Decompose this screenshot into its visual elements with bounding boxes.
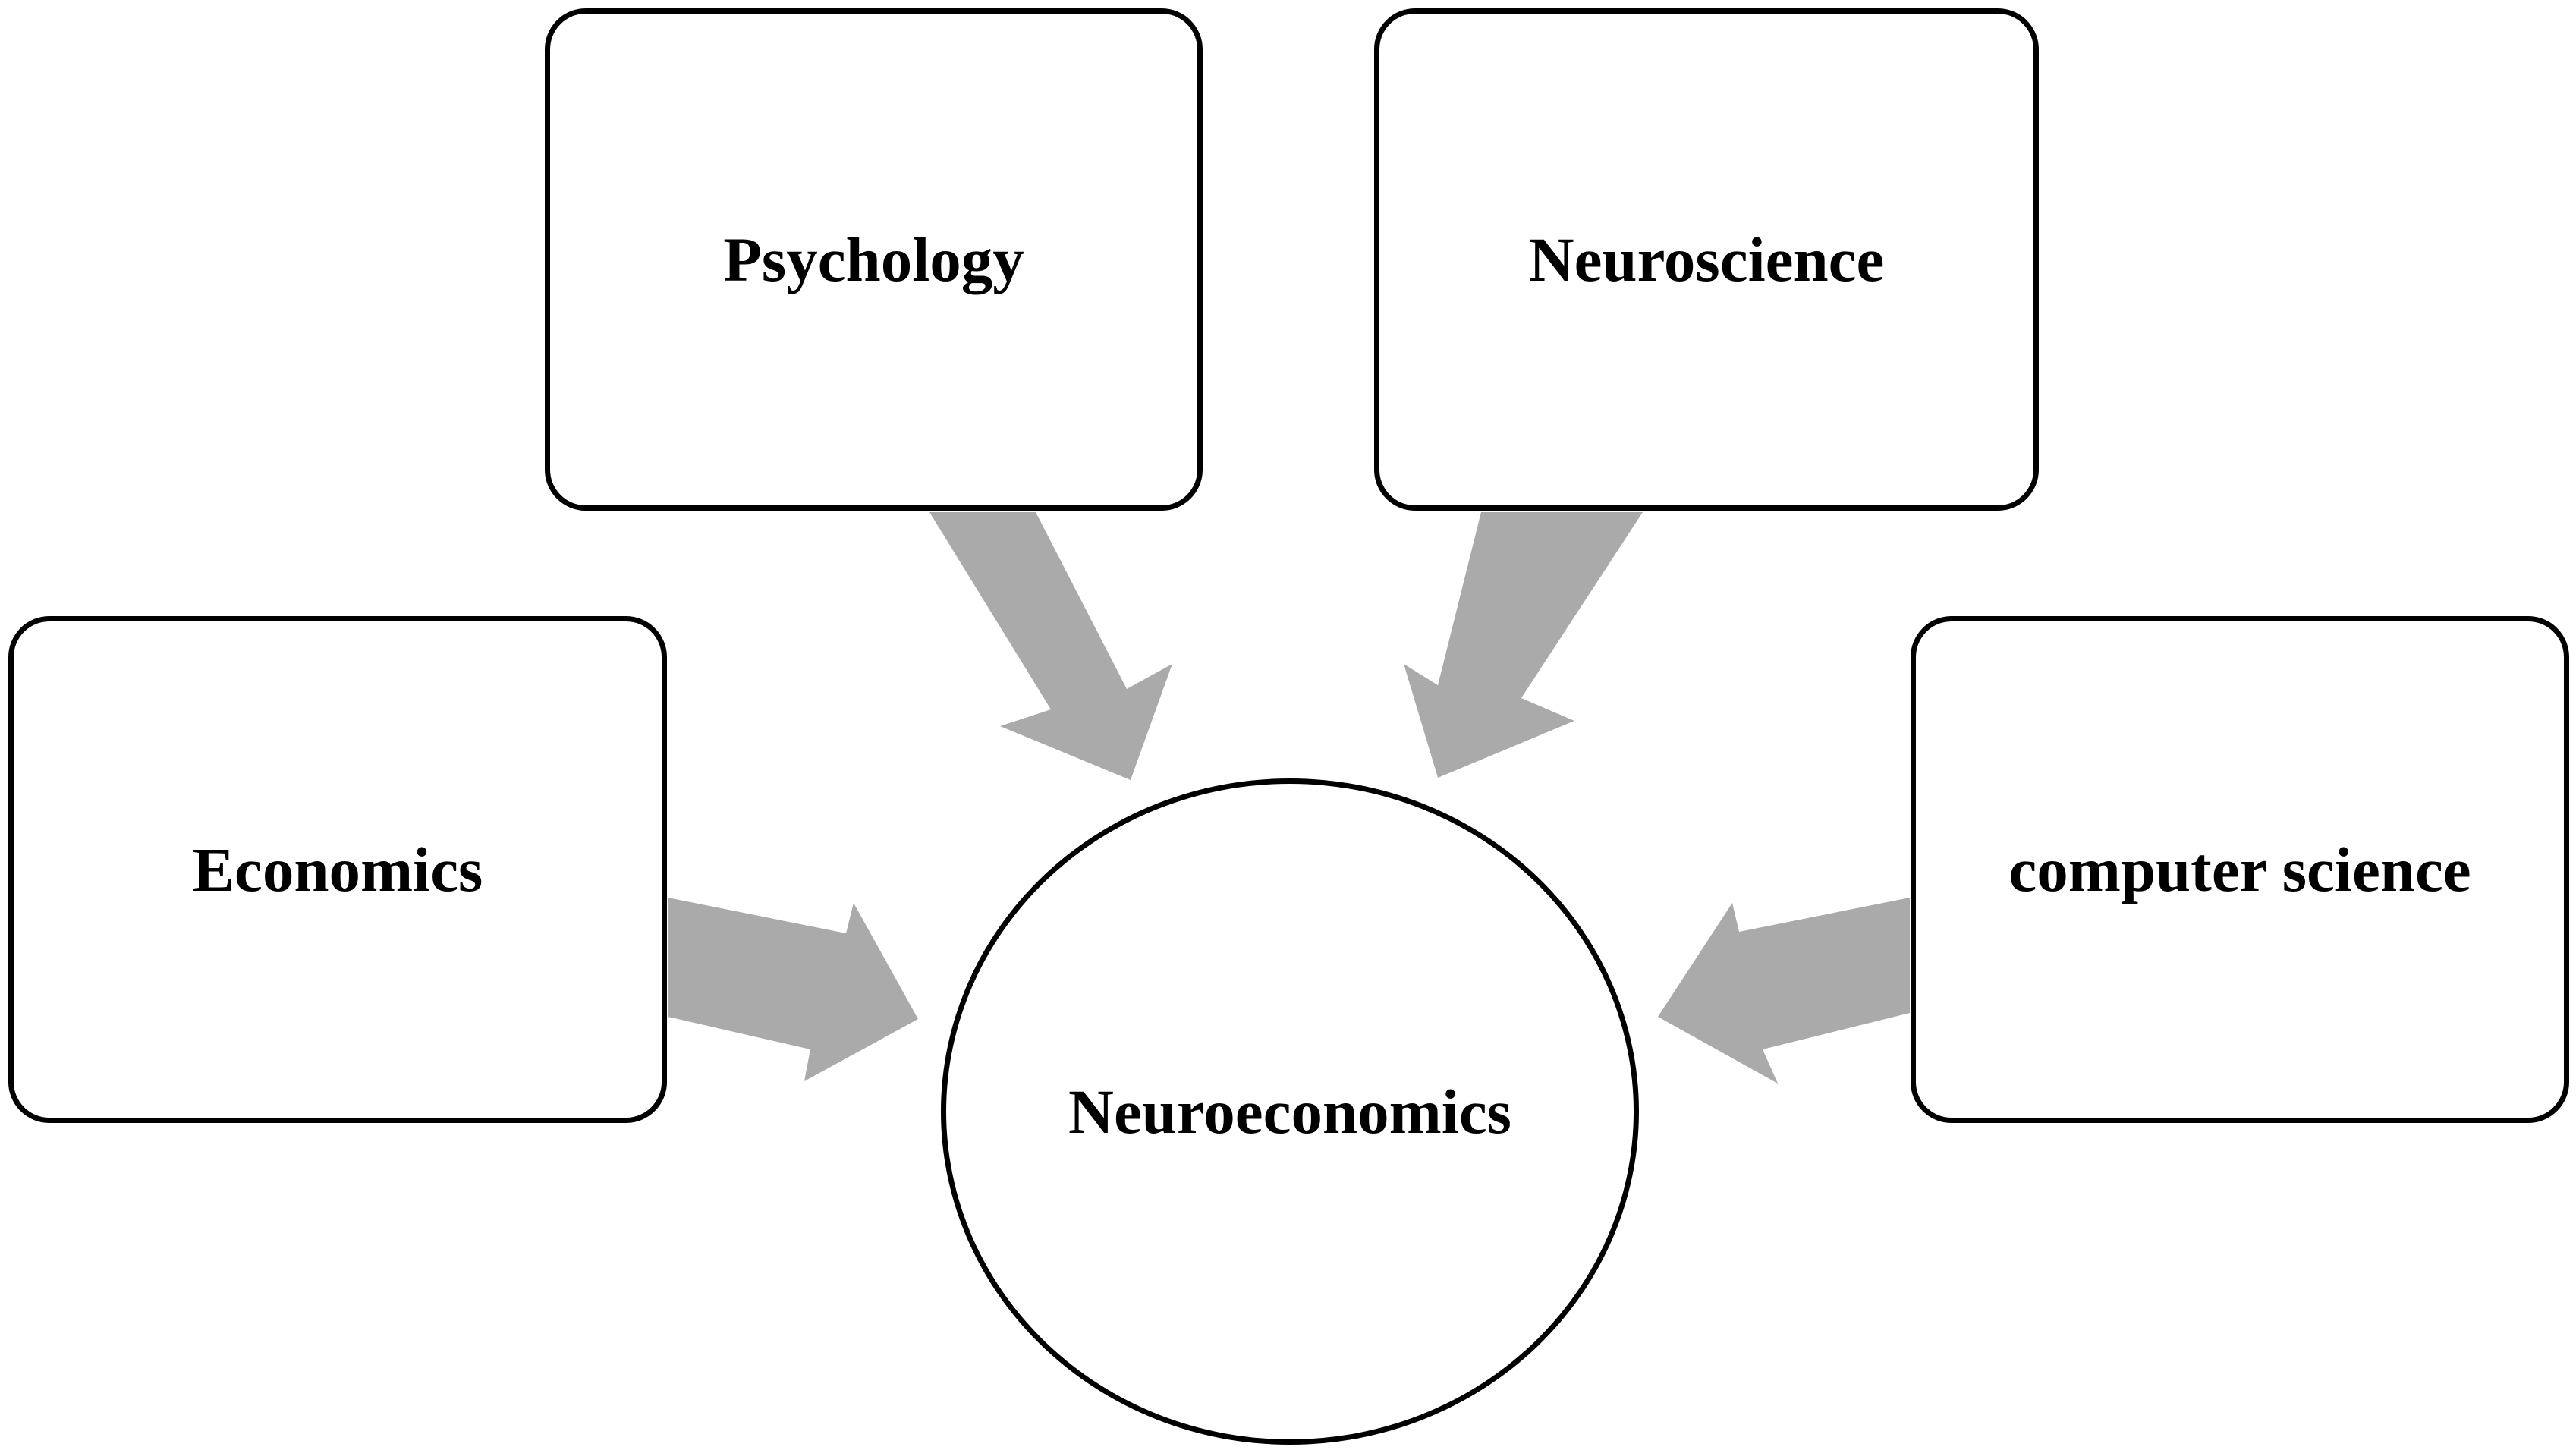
arrow-computer-science-to-neuroeconomics [1658, 898, 1910, 1084]
arrow-neuroscience-to-neuroeconomics [1404, 512, 1643, 778]
neuroeconomics-label: Neuroeconomics [1068, 1077, 1511, 1146]
arrow-economics-to-neuroeconomics [668, 898, 918, 1081]
economics-box: Economics [8, 616, 667, 1123]
neuroscience-box: Neuroscience [1374, 8, 2039, 511]
psychology-label: Psychology [723, 225, 1024, 294]
arrow-psychology-to-neuroeconomics [929, 512, 1172, 780]
computer-science-label: computer science [2008, 835, 2471, 904]
psychology-box: Psychology [545, 8, 1203, 511]
neuroeconomics-circle: Neuroeconomics [941, 778, 1639, 1445]
economics-label: Economics [192, 835, 483, 904]
computer-science-box: computer science [1911, 616, 2569, 1123]
neuroscience-label: Neuroscience [1528, 225, 1885, 294]
